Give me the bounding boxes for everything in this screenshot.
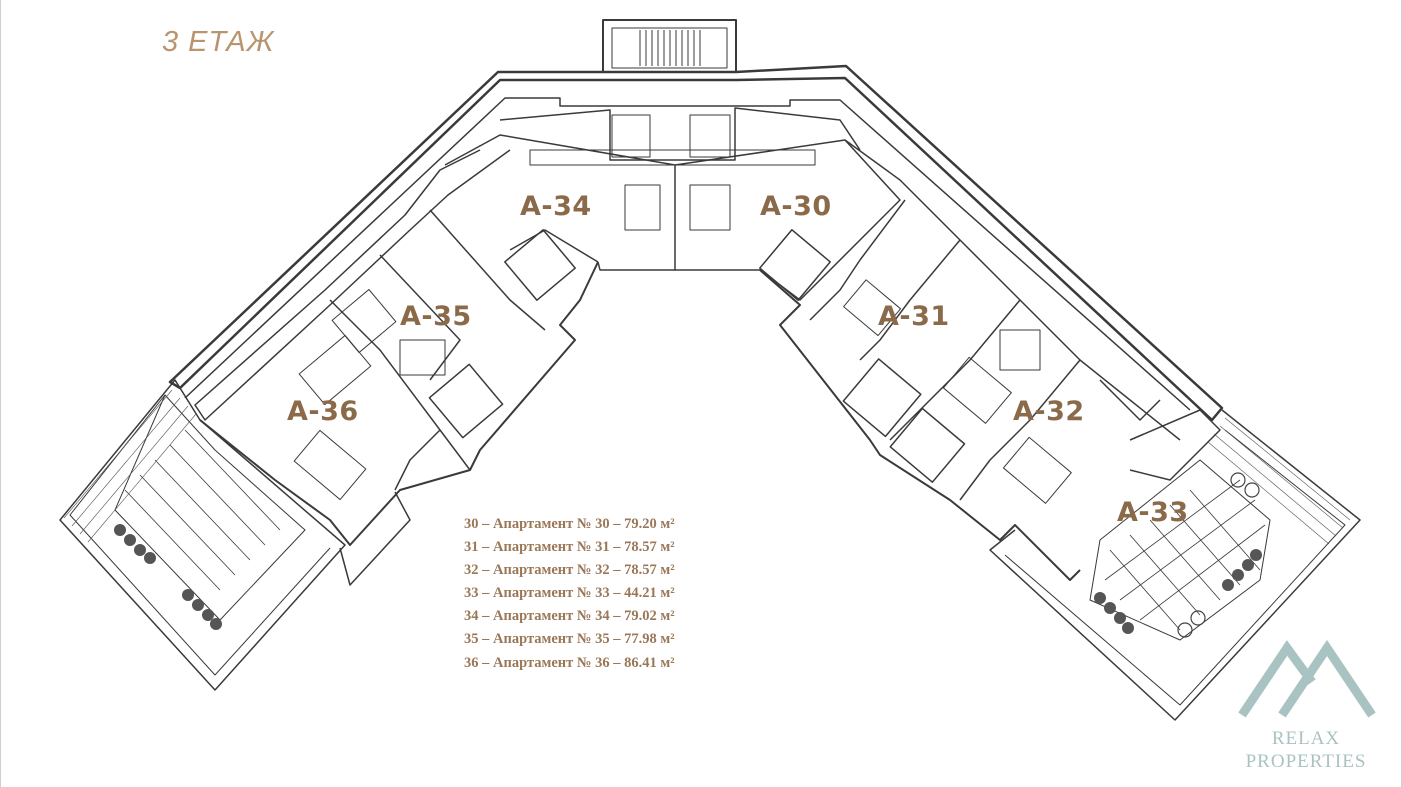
planters <box>114 524 1262 634</box>
logo-text-line2: PROPERTIES <box>1245 751 1367 772</box>
right-terrace <box>989 409 1361 721</box>
legend-row: 36 – Апартамент № 36 – 86.41 м² <box>464 654 675 671</box>
unit-label-a32: A-32 <box>1013 396 1085 427</box>
legend-row: 35 – Апартамент № 35 – 77.98 м² <box>464 631 675 648</box>
logo-text-line1: RELAX <box>1271 728 1341 749</box>
legend-row: 34 – Апартамент № 34 – 79.02 м² <box>464 608 675 625</box>
left-terrace <box>59 379 346 691</box>
outer-wall <box>168 64 1224 422</box>
legend-row: 30 – Апартамент № 30 – 79.20 м² <box>464 516 675 532</box>
unit-label-a33: A-33 <box>1117 497 1189 528</box>
floor-title: 3 ЕТАЖ <box>162 26 275 58</box>
unit-label-a34: A-34 <box>520 191 592 222</box>
apartment-legend: 30 – Апартамент № 30 – 79.20 м² 31 – Апа… <box>464 513 675 675</box>
legend-row: 33 – Апартамент № 33 – 44.21 м² <box>464 585 675 602</box>
relax-properties-logo-icon <box>1238 640 1376 718</box>
unit-label-a31: A-31 <box>878 301 950 332</box>
unit-label-a35: A-35 <box>400 301 472 332</box>
legend-row: 31 – Апартамент № 31 – 78.57 м² <box>464 539 675 556</box>
unit-label-a36: A-36 <box>287 396 359 427</box>
right-wing-inner <box>759 269 1081 581</box>
unit-label-a30: A-30 <box>760 191 832 222</box>
legend-row: 32 – Апартамент № 32 – 78.57 м² <box>464 562 675 579</box>
left-wing-inner <box>194 149 511 421</box>
